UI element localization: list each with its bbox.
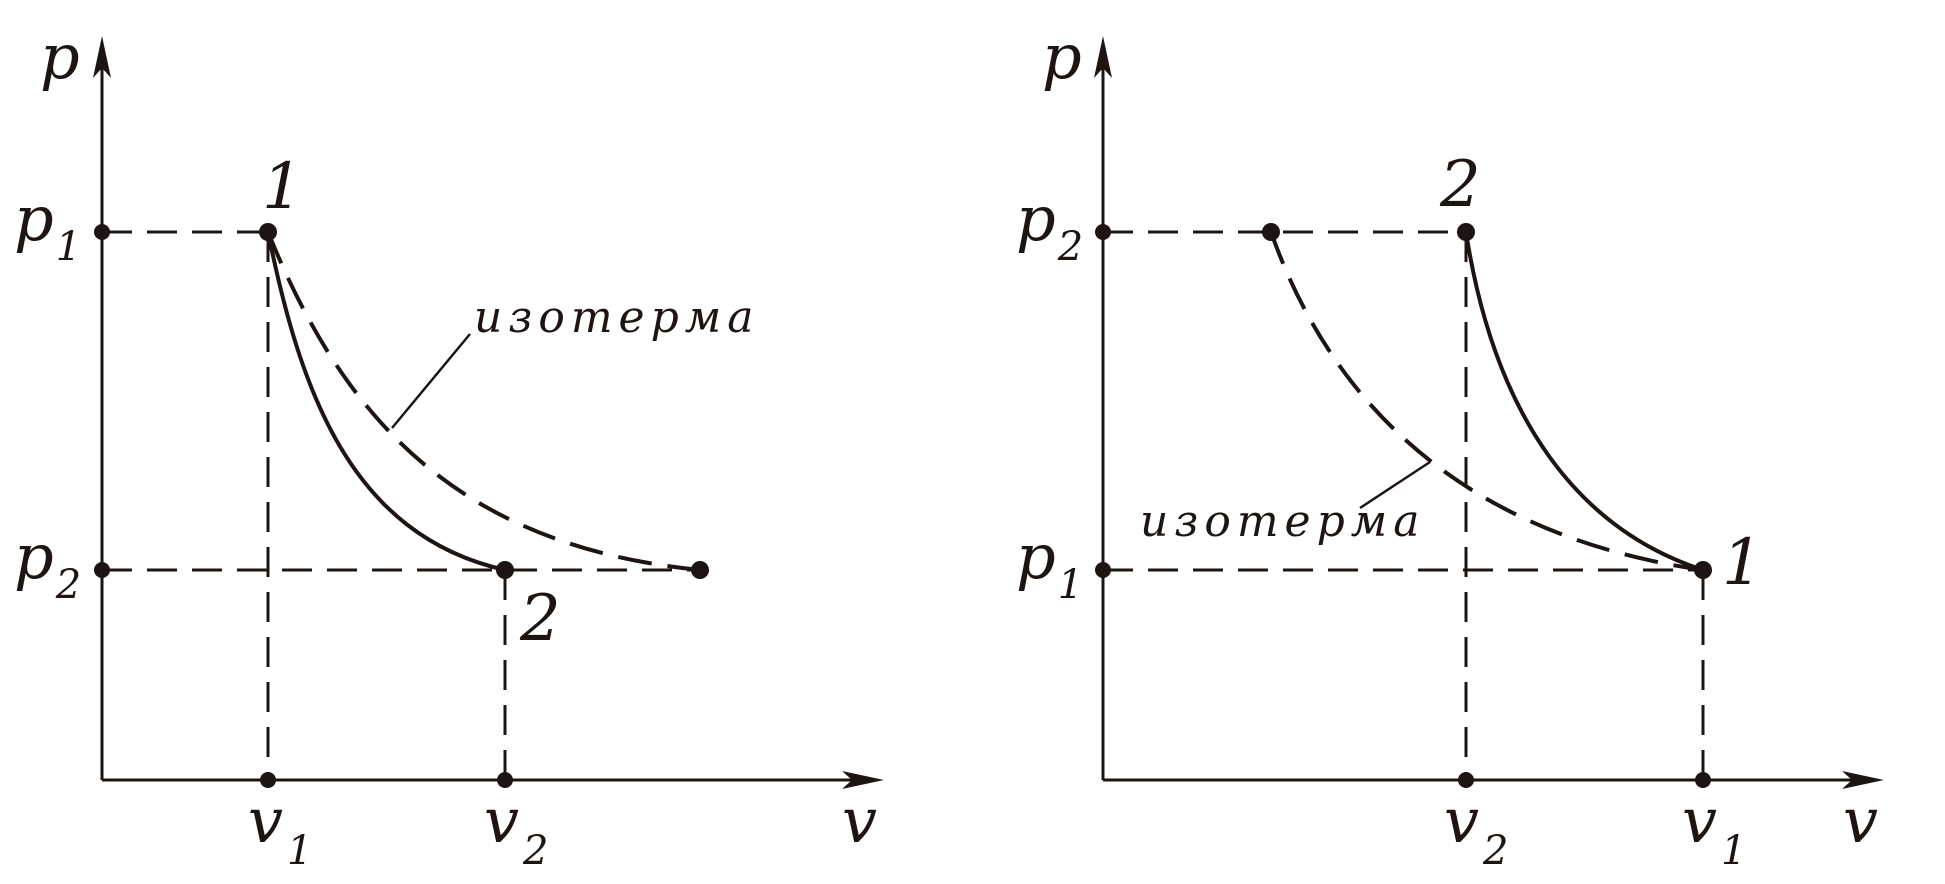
left-x-axis-arrowhead bbox=[842, 771, 884, 789]
right-isotherm-leader bbox=[1359, 460, 1431, 510]
left-point-2 bbox=[496, 561, 514, 579]
left-p1-label: p1 bbox=[14, 182, 81, 270]
right-axis-dot-v2 bbox=[1458, 772, 1474, 788]
right-point-2 bbox=[1457, 223, 1475, 241]
left-axis-dot-v1 bbox=[260, 772, 276, 788]
left-adiabatic-curve bbox=[266, 231, 506, 572]
left-y-axis-arrowhead bbox=[93, 36, 111, 78]
right-adiabatic-curve bbox=[1464, 231, 1704, 572]
left-x-axis-label: v bbox=[842, 784, 877, 857]
right-isotherm-label: изотерма bbox=[1140, 496, 1425, 547]
left-point-1-label: 1 bbox=[262, 150, 303, 224]
left-point-2-label: 2 bbox=[519, 582, 561, 656]
right-point-1 bbox=[1694, 561, 1712, 579]
left-isotherm-end-dot bbox=[691, 561, 709, 579]
left-point-1 bbox=[259, 223, 277, 241]
right-axis-dot-v1 bbox=[1695, 772, 1711, 788]
right-p1-label: p1 bbox=[1016, 520, 1083, 608]
left-axis-dot-p1 bbox=[94, 224, 110, 240]
right-y-axis-label: p bbox=[1042, 20, 1082, 93]
left-axis-dot-p2 bbox=[94, 562, 110, 578]
right-point-1-label: 1 bbox=[1722, 526, 1763, 600]
left-isotherm-curve bbox=[266, 231, 701, 572]
right-axis-dot-p1 bbox=[1095, 562, 1111, 578]
right-point-2-label: 2 bbox=[1439, 148, 1481, 222]
left-axis-dot-v2 bbox=[497, 772, 513, 788]
right-axis-dot-p2 bbox=[1095, 224, 1111, 240]
right-x-axis-arrowhead bbox=[1842, 771, 1884, 789]
right-isotherm-curve bbox=[1269, 231, 1704, 572]
right-p2-label: p2 bbox=[1016, 182, 1083, 270]
left-y-axis-label: p bbox=[40, 20, 80, 93]
left-isotherm-leader bbox=[391, 333, 471, 429]
left-p2-label: p2 bbox=[14, 520, 81, 608]
right-isotherm-start-dot bbox=[1262, 223, 1280, 241]
left-isotherm-label: изотерма bbox=[474, 292, 759, 343]
right-x-axis-label: v bbox=[1843, 784, 1878, 857]
right-y-axis-arrowhead bbox=[1094, 36, 1112, 78]
